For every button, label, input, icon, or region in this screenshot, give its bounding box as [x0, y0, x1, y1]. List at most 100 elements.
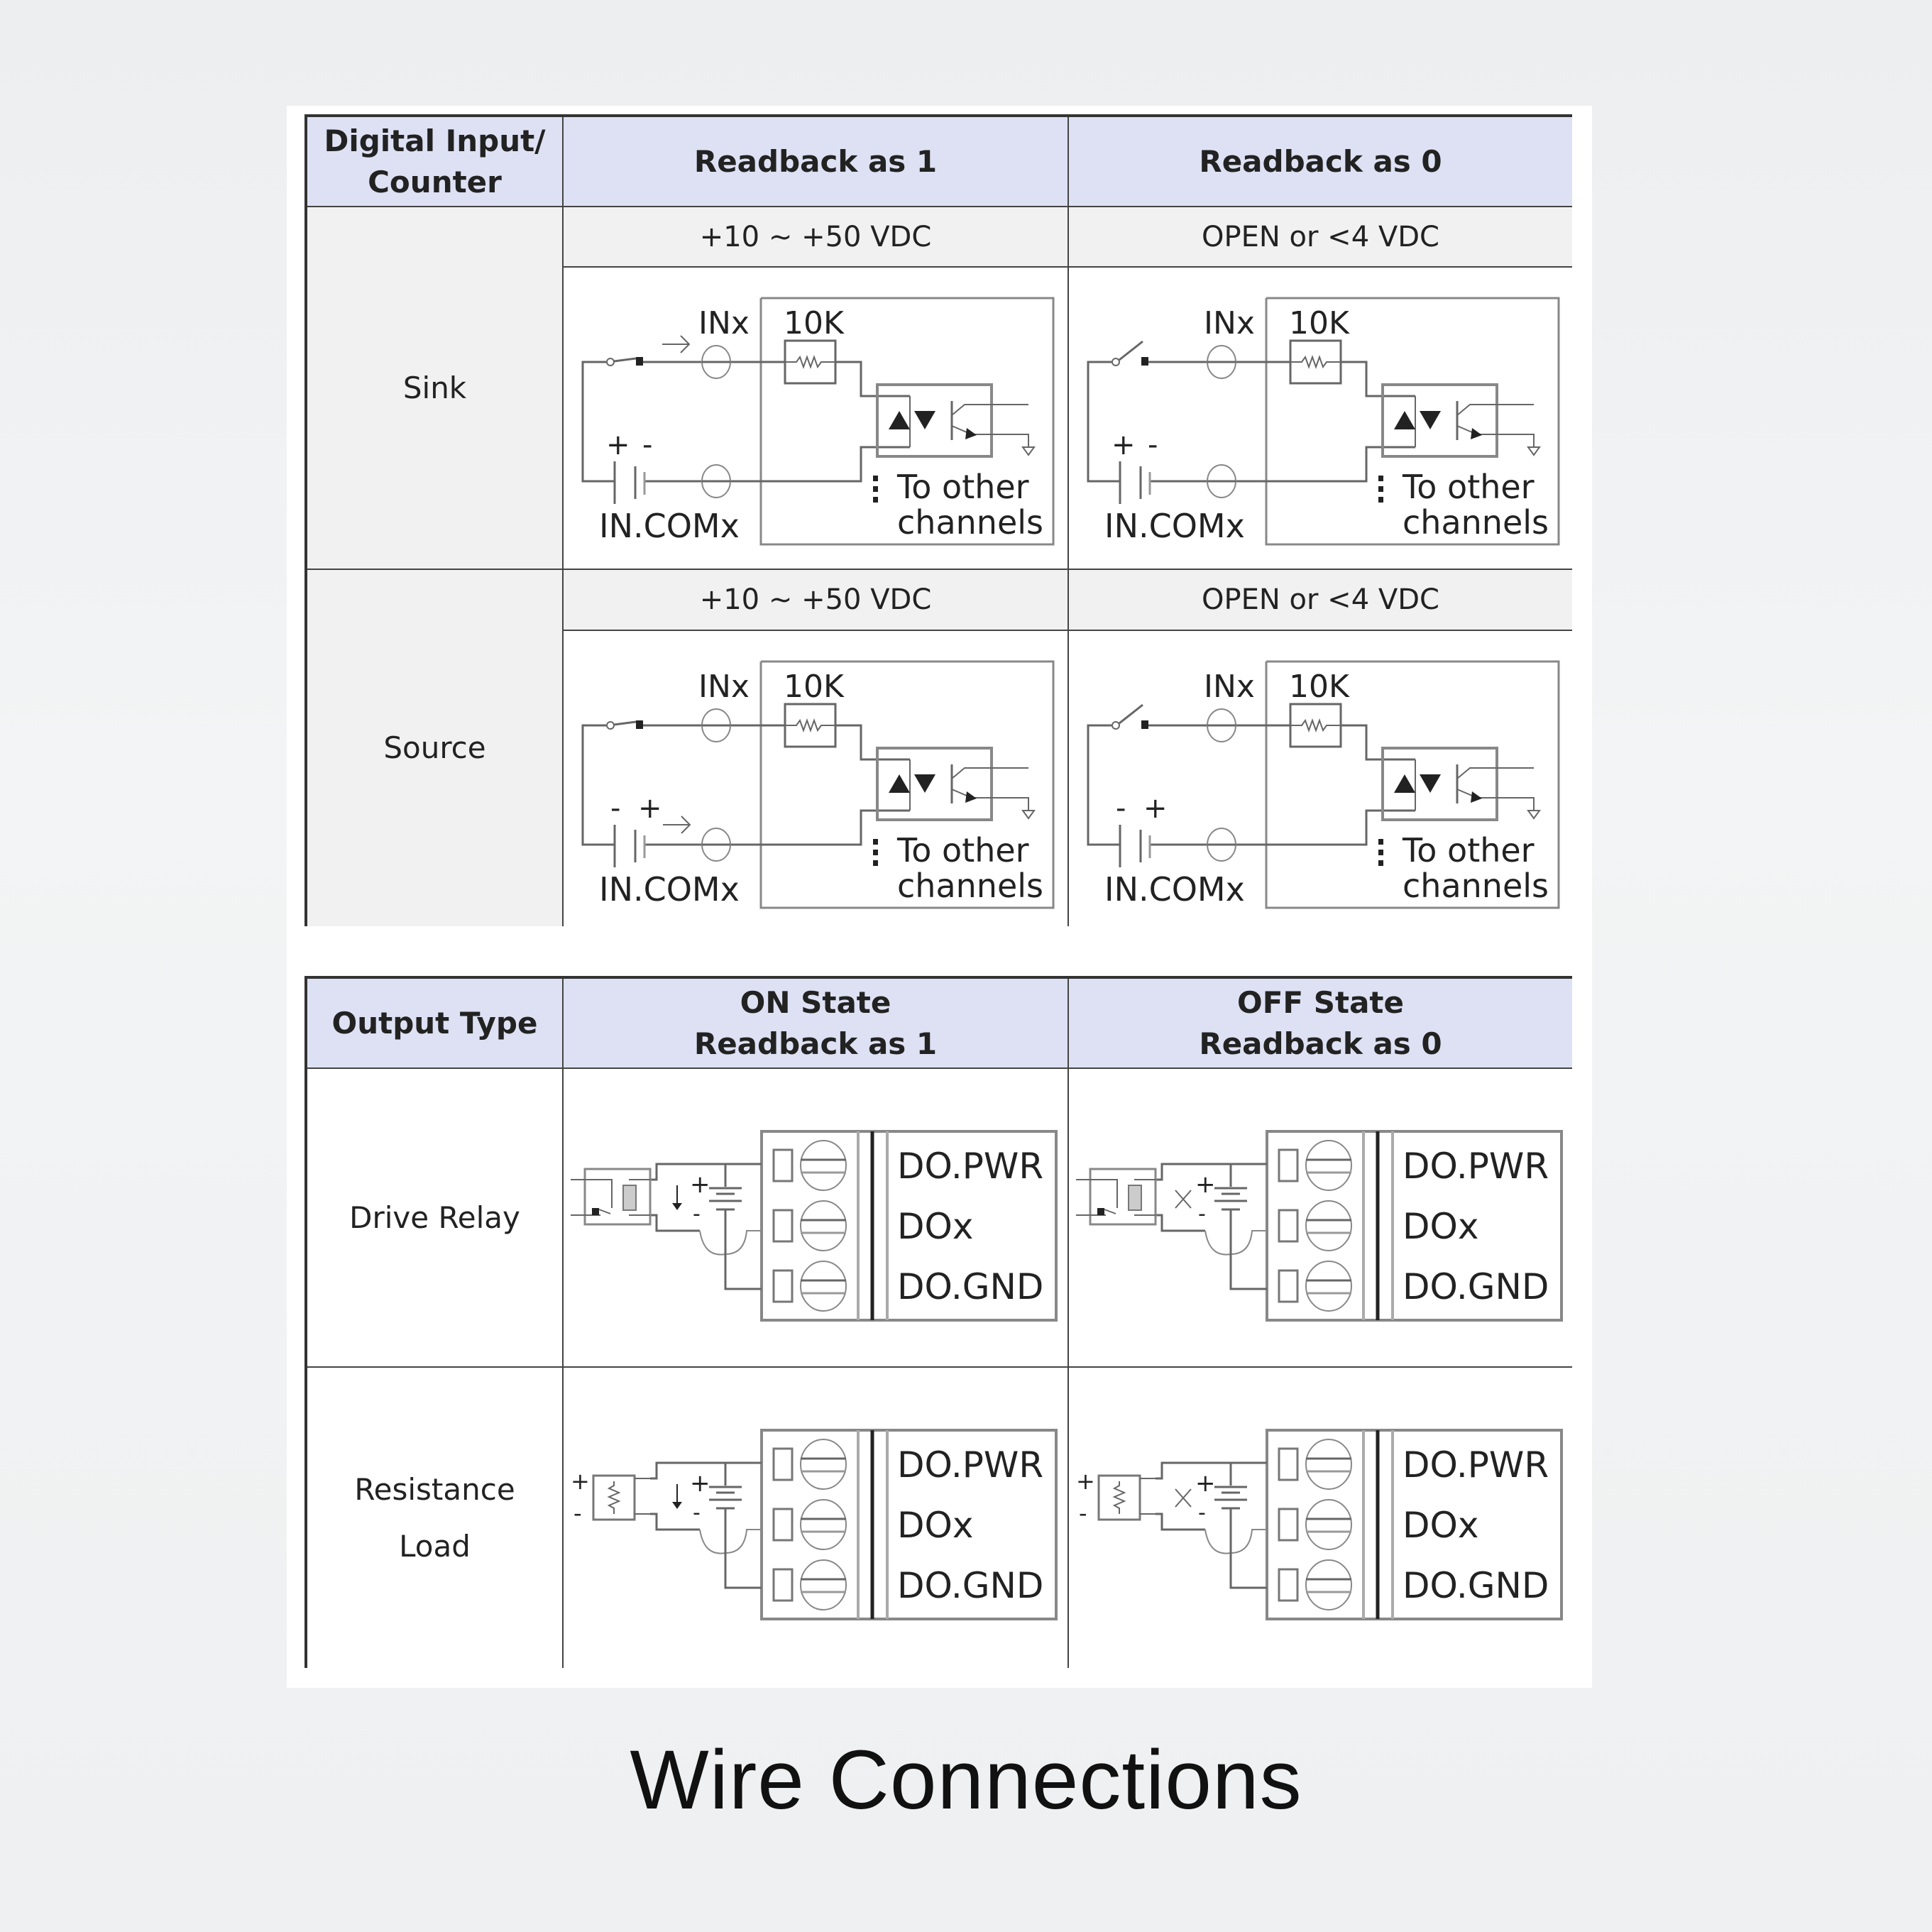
dox-wire-crossover [1204, 1230, 1267, 1256]
module-box-outline [1265, 297, 1560, 546]
terminal-screw-icon [800, 1140, 847, 1191]
terminal-slot-icon [772, 1508, 794, 1542]
resistor-label: 10K [1289, 305, 1350, 341]
input-terminal-label: INx [698, 669, 750, 705]
continuation-dot-icon [1378, 486, 1383, 492]
led-triangle-down-icon [1420, 774, 1441, 793]
led-triangle-up-icon [889, 411, 910, 429]
relay-box-icon [583, 1168, 652, 1226]
row-label-text: Drive Relay [349, 1200, 520, 1235]
pwr-wire [1156, 1163, 1267, 1181]
module-box-outline [759, 297, 1055, 546]
to-other-channels-label: channels [897, 503, 1043, 542]
load-resistor-zigzag-icon [607, 1481, 621, 1514]
to-other-channels-label: To other [896, 831, 1029, 869]
dox-wire [650, 1513, 700, 1531]
dox-wire [650, 1214, 700, 1232]
terminal-screw-icon [800, 1499, 847, 1550]
supply-plus-sign: + [690, 1469, 710, 1498]
ground-icon [1021, 810, 1036, 820]
current-arrow-head-icon [672, 1502, 682, 1509]
common-terminal-label: IN.COMx [599, 507, 740, 545]
pwr-wire [650, 1163, 762, 1181]
to-other-channels-label: To other [896, 468, 1029, 506]
terminal-label-do-pwr: DO.PWR [1403, 1444, 1549, 1486]
battery-minus-sign: - [1148, 429, 1158, 461]
header-readback-1: Readback as 1 [564, 117, 1069, 207]
terminal-label-dox: DOx [897, 1206, 973, 1247]
battery-minus-sign: - [610, 792, 620, 825]
resistor-to-opto-wire [1341, 724, 1415, 761]
resistor-label: 10K [1289, 669, 1350, 705]
terminal-slot-icon [772, 1209, 794, 1243]
battery-plus-sign: + [606, 429, 630, 461]
switch-open-contact [1112, 358, 1120, 366]
led-triangle-up-icon [1394, 774, 1415, 793]
common-to-opto-wire [730, 446, 910, 483]
current-arrow-head-icon [681, 816, 691, 834]
switch-lever-closed [613, 357, 637, 363]
row-label-drive-relay: Drive Relay [307, 1069, 564, 1368]
to-other-channels-label: To other [1402, 831, 1535, 869]
led-triangle-down-icon [1420, 411, 1441, 429]
resistor-zigzag-icon [1290, 718, 1341, 732]
header-digital-input-counter: Digital Input/ Counter [307, 117, 564, 207]
header-text: Readback as 0 [1199, 143, 1442, 179]
dox-wire-crossover [699, 1230, 762, 1256]
off-cross-icon [1175, 1190, 1192, 1209]
battery-plus-sign: + [1143, 792, 1168, 825]
voltage-sink-0: OPEN or <4 VDC [1069, 207, 1572, 268]
terminal-slot-icon [1278, 1209, 1299, 1243]
phototransistor-collector-icon [1456, 404, 1534, 416]
header-text: Readback as 1 [693, 143, 938, 179]
resistor-zigzag-icon [785, 355, 835, 369]
relay-contact-icon [592, 1208, 599, 1215]
supply-minus-sign: - [1198, 1500, 1206, 1525]
battery-plus-sign: + [1112, 429, 1136, 461]
load-minus-sign: - [1079, 1500, 1087, 1527]
switch-contact-icon [636, 357, 643, 366]
optocoupler-box [1381, 383, 1498, 458]
emitter-arrow-icon [965, 791, 977, 803]
terminal-slot-icon [772, 1447, 794, 1481]
continuation-dot-icon [1378, 839, 1383, 845]
external-loop-wire [581, 724, 615, 846]
ground-icon [1527, 446, 1541, 456]
voltage-source-1: +10 ~ +50 VDC [564, 570, 1069, 631]
resistor-label: 10K [784, 305, 845, 341]
common-terminal-label: IN.COMx [599, 870, 740, 909]
switch-lever-open [1119, 340, 1143, 361]
terminal-label-do-gnd: DO.GND [1403, 1266, 1549, 1307]
relay-coil-icon [1128, 1185, 1142, 1211]
battery-plus-sign: + [638, 792, 662, 825]
common-to-opto-wire [1236, 446, 1415, 483]
terminal-slot-icon [1278, 1447, 1299, 1481]
switch-lever-open [1119, 703, 1143, 725]
continuation-dot-icon [873, 850, 878, 855]
terminal-slot-icon [1278, 1508, 1299, 1542]
supply-plus-sign: + [1195, 1469, 1216, 1498]
header-text: Digital Input/ Counter [324, 123, 546, 199]
emitter-arrow-icon [965, 428, 977, 439]
terminal-label-do-gnd: DO.GND [1403, 1565, 1549, 1606]
terminal-label-dox: DOx [1403, 1206, 1478, 1247]
terminal-slot-icon [772, 1269, 794, 1303]
row-label-text: Sink [402, 370, 467, 405]
module-box-outline [1265, 660, 1560, 909]
common-terminal-label: IN.COMx [1104, 870, 1245, 909]
gnd-wire [724, 1209, 762, 1290]
voltage-text: OPEN or <4 VDC [1202, 583, 1439, 616]
switch-contact-icon [636, 720, 643, 729]
switch-open-contact [606, 721, 615, 730]
load-minus-sign: - [573, 1500, 582, 1527]
external-loop-wire [1087, 361, 1120, 483]
relay-coil-icon [622, 1185, 637, 1211]
continuation-dot-icon [1378, 860, 1383, 866]
voltage-text: OPEN or <4 VDC [1202, 220, 1439, 253]
voltage-sink-1: +10 ~ +50 VDC [564, 207, 1069, 268]
